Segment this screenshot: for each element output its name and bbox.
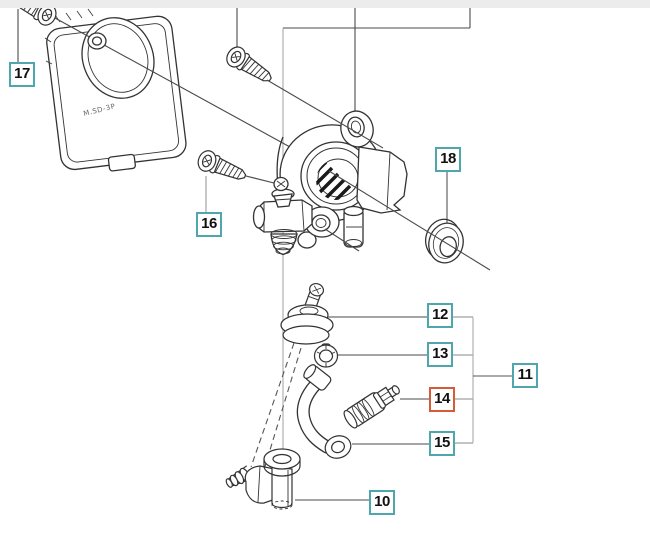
part-callout-16[interactable]: 16 — [196, 212, 222, 237]
part-callout-12[interactable]: 12 — [427, 303, 453, 328]
part-callout-15[interactable]: 15 — [429, 431, 455, 456]
screw-16-drawing — [194, 147, 250, 187]
part-callout-14[interactable]: 14 — [429, 387, 455, 412]
nut-drawing — [313, 343, 339, 368]
grommet-drawing — [280, 282, 334, 345]
hose-drawing — [296, 364, 352, 459]
assembly-alignment-lines — [266, 79, 491, 271]
screw-top-drawing — [222, 42, 277, 89]
cover-plate-drawing: M.SD-3P — [44, 8, 291, 172]
part-callout-11[interactable]: 11 — [512, 363, 538, 388]
part-callout-18[interactable]: 18 — [435, 147, 461, 172]
washer-drawing — [425, 218, 464, 264]
elbow-fitting-drawing — [225, 448, 301, 510]
part-callout-10[interactable]: 10 — [369, 490, 395, 515]
top-page-strip — [0, 0, 650, 8]
valve-drawing — [343, 385, 400, 429]
oil-pump-body-drawing — [252, 110, 408, 256]
part-callout-13[interactable]: 13 — [427, 342, 453, 367]
part-callout-17[interactable]: 17 — [9, 62, 35, 87]
